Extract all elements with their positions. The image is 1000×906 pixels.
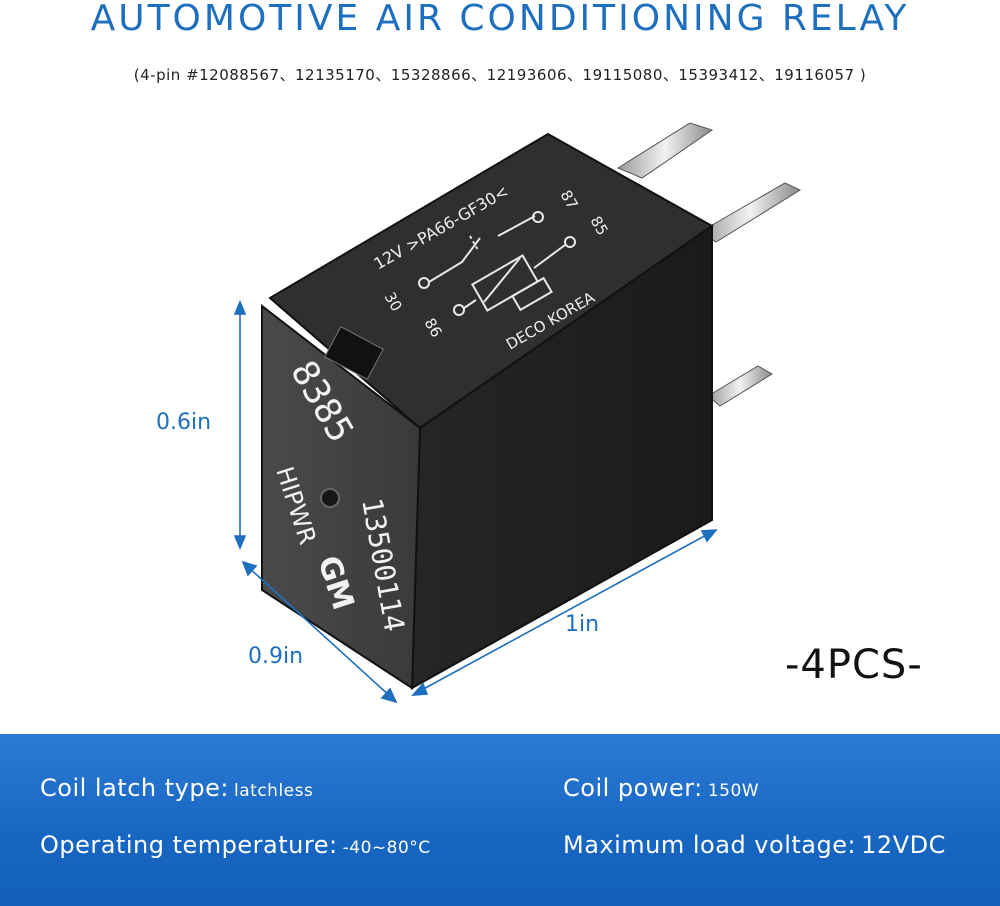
spec-value: 12VDC (861, 831, 946, 859)
quantity-label: -4PCS- (785, 642, 923, 688)
height-dimension-label: 0.6in (156, 410, 212, 435)
spec-label: Coil power: (563, 774, 703, 802)
part-numbers: (4-pin #12088567、12135170、15328866、12193… (133, 66, 867, 84)
width-dimension-label: 0.9in (248, 644, 304, 669)
relay-illustration: 12V >PA66-GF30< 30 86 87 85 DECO KOREA 8… (233, 122, 802, 704)
spec-load-voltage: Maximum load voltage: 12VDC (563, 831, 946, 859)
spec-panel: Coil latch type: latchless Coil power: 1… (0, 734, 1000, 906)
page-title: AUTOMOTIVE AIR CONDITIONING RELAY (90, 0, 910, 39)
relay-front-face (261, 303, 422, 690)
spec-value: latchless (234, 781, 314, 801)
spec-label: Maximum load voltage: (563, 831, 857, 859)
spec-temperature: Operating temperature: -40~80°C (40, 831, 431, 859)
spec-coil-latch: Coil latch type: latchless (40, 774, 313, 802)
spec-label: Coil latch type: (40, 774, 229, 802)
spec-coil-power: Coil power: 150W (563, 774, 759, 802)
spec-value: -40~80°C (342, 838, 431, 858)
spec-value: 150W (707, 781, 760, 801)
relay-schematic (418, 211, 576, 316)
latch-slot (324, 326, 384, 380)
spec-label: Operating temperature: (40, 831, 338, 859)
dimension-arrows (233, 299, 718, 704)
length-dimension-label: 1in (565, 612, 600, 637)
screw-icon (320, 488, 340, 508)
